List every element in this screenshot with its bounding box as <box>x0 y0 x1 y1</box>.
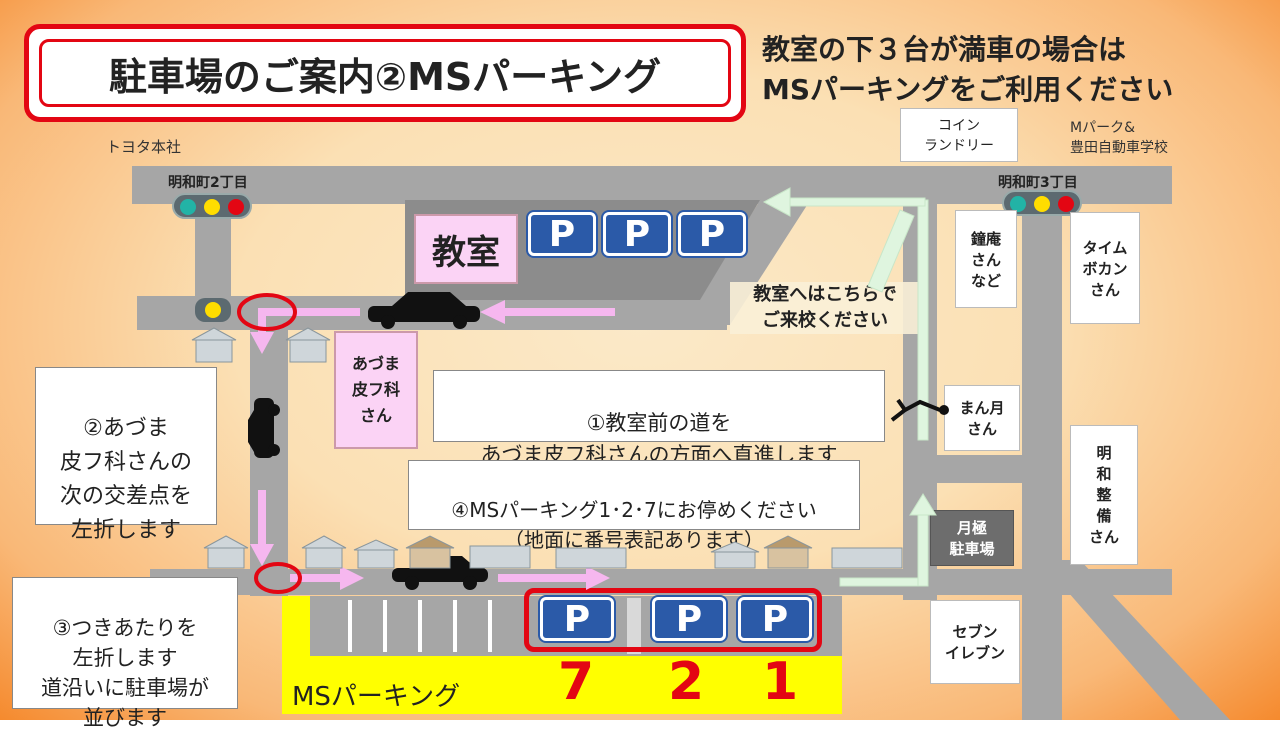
red-lamp-icon <box>1058 196 1074 212</box>
green-lamp-icon <box>180 199 196 215</box>
reserved-spaces-frame <box>524 588 822 652</box>
parking-sign-icon: P <box>678 212 746 256</box>
seven-eleven-building: セブン イレブン <box>930 600 1020 684</box>
parking-space-2-icon: P <box>652 597 726 641</box>
road-top <box>132 166 1172 204</box>
yellow-lamp-icon <box>205 302 221 318</box>
yellow-lamp-icon <box>204 199 220 215</box>
notice-line-2: MSパーキングをご利用ください <box>762 73 1174 106</box>
space-number-7: 7 <box>558 652 595 712</box>
single-signal-icon <box>195 298 231 322</box>
manzuki-building: まん月 さん <box>944 385 1020 451</box>
step2-callout: ②あづま 皮フ科さんの 次の交差点を 左折します <box>35 367 217 543</box>
person-pointing-icon <box>890 398 941 422</box>
house-icons <box>191 327 903 569</box>
coin-laundry: コイン ランドリー <box>900 108 1018 162</box>
parking-space-7-icon: P <box>540 597 614 641</box>
space-number-2: 2 <box>668 652 705 712</box>
yellow-lamp-icon <box>1034 196 1050 212</box>
step4-text: ④MSパーキング1･2･7にお停めください （地面に番号表記あります） <box>451 498 817 552</box>
road-right-vertical <box>1022 175 1062 720</box>
intersection-marker-bottom <box>254 562 302 594</box>
guide-arrow <box>762 187 937 587</box>
meiwa-building: 明 和 整 備 さん <box>1070 425 1138 565</box>
title-frame: 駐車場のご案内②MSパーキング <box>24 24 746 122</box>
step2-text: ②あづま 皮フ科さんの 次の交差点を 左折します <box>59 416 192 543</box>
notice-line-1: 教室の下３台が満車の場合は <box>762 33 1127 66</box>
car-icon <box>248 398 280 458</box>
classroom-building: 教室 <box>414 214 518 284</box>
car-icon <box>368 292 480 329</box>
parking-sign-icon: P <box>528 212 596 256</box>
space-number-1: 1 <box>762 652 799 712</box>
azuma-clinic: あづま 皮フ科 さん <box>334 331 418 449</box>
step4-callout: ④MSパーキング1･2･7にお停めください （地面に番号表記あります） <box>408 460 860 552</box>
time-bokan-building: タイム ボカン さん <box>1070 212 1140 324</box>
toyota-label: トヨタ本社 <box>106 138 182 156</box>
traffic-signal-left <box>172 193 252 219</box>
step1-callout: ①教室前の道を あづま皮フ科さんの方面へ直進します <box>433 370 885 467</box>
notice-text: 教室の下３台が満車の場合は MSパーキングをご利用ください <box>762 30 1173 110</box>
parking-space-1-icon: P <box>738 597 812 641</box>
signal-label-right: 明和町3丁目 <box>998 175 1078 191</box>
mpark-label: Mパーク& 豊田自動車学校 <box>1070 120 1168 156</box>
intersection-marker-top <box>237 293 297 331</box>
step3-callout: ③つきあたりを 左折します 道沿いに駐車場が 並びます <box>12 577 238 730</box>
signal-label-left: 明和町2丁目 <box>168 175 248 191</box>
road-side <box>930 455 1030 483</box>
ms-parking-label: MSパーキング <box>292 682 461 712</box>
page-title: 駐車場のご案内②MSパーキング <box>39 39 731 107</box>
guide-text: 教室へはこちらで ご来校ください <box>730 282 920 334</box>
route-arrows <box>250 300 615 590</box>
green-lamp-icon <box>1010 196 1026 212</box>
red-lamp-icon <box>228 199 244 215</box>
kane-building: 鐘庵 さん など <box>955 210 1017 308</box>
tsukigime-parking: 月極 駐車場 <box>930 510 1014 566</box>
parking-sign-icon: P <box>603 212 671 256</box>
